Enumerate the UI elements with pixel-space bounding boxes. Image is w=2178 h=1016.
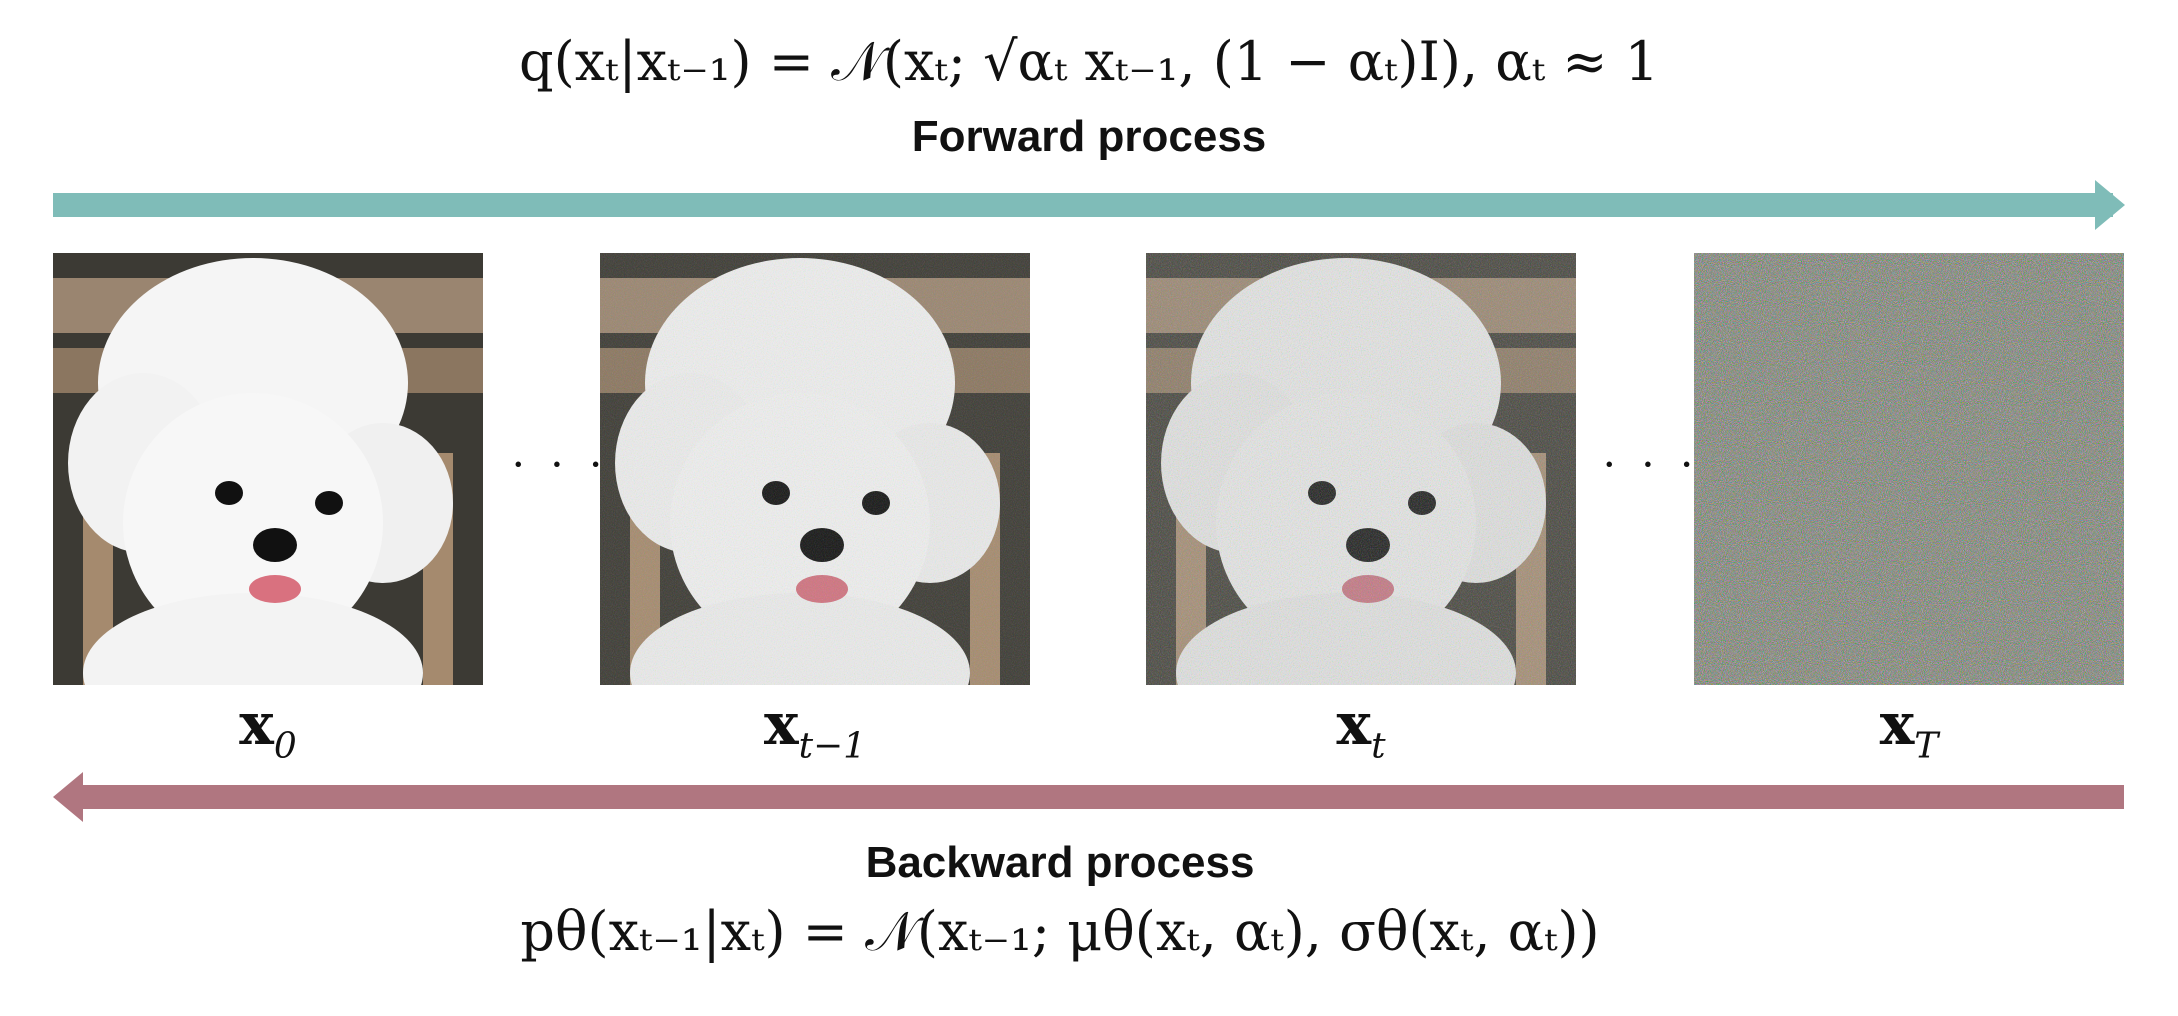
dog-image-slightly-noisy [600,253,1030,685]
dog-image-noisy [1146,253,1576,685]
backward-arrow-shaft [80,785,2124,809]
label-x-t: xt [1336,690,1386,767]
backward-arrow-head [53,772,83,822]
backward-formula: pθ(xₜ₋₁|xₜ) = 𝒩(xₜ₋₁; μθ(xₜ, αₜ), σθ(xₜ,… [520,900,1600,963]
forward-arrow-shaft [53,193,2113,217]
image-x-T [1694,253,2124,685]
image-x0 [53,253,483,685]
label-x-T: xT [1879,690,1939,767]
label-x0: x0 [239,690,297,767]
pure-noise-image [1694,253,2124,685]
label-x-t-minus-1: xt−1 [763,690,867,767]
forward-arrow-head [2095,180,2125,230]
backward-arrow [53,772,2124,822]
dog-image-clean [53,253,483,685]
backward-process-title: Backward process [865,838,1255,887]
forward-process-title: Forward process [911,112,1267,161]
ellipsis-2: · · · [1602,440,1700,489]
image-x-t [1146,253,1576,685]
forward-formula: q(xₜ|xₜ₋₁) = 𝒩(xₜ; √αₜ xₜ₋₁, (1 − αₜ)I),… [519,30,1659,93]
image-x-t-minus-1 [600,253,1030,685]
forward-arrow [53,180,2125,230]
ellipsis-1: · · · [511,440,609,489]
